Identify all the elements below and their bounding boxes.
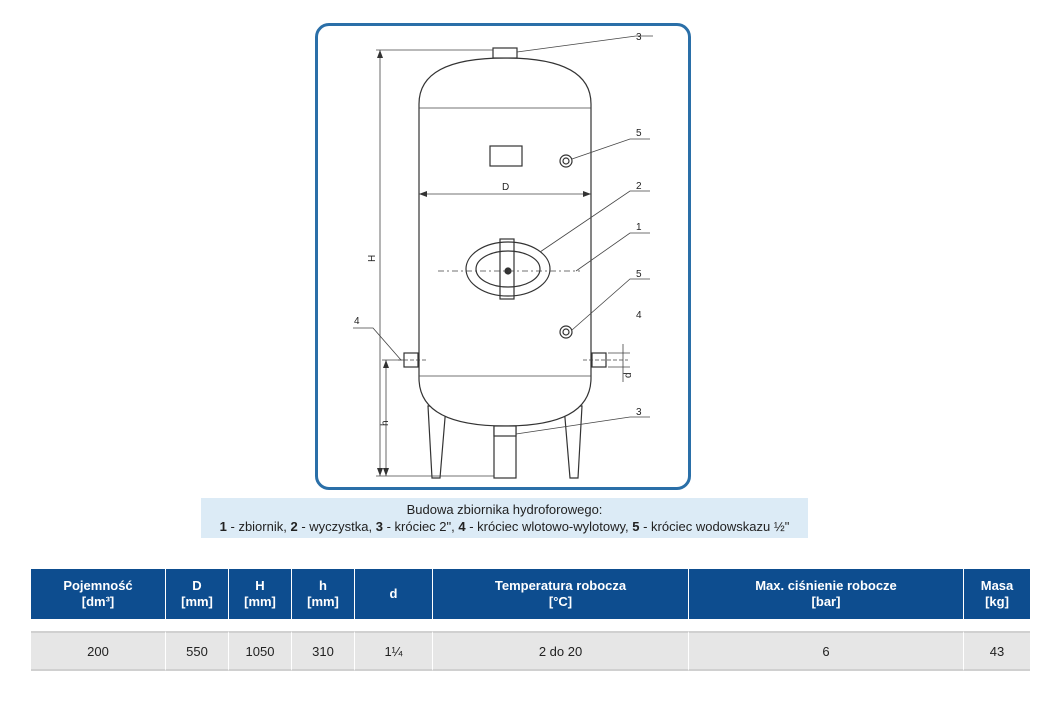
callout-2: 2 [636,181,642,192]
callout-4-right: 4 [636,310,642,321]
cell-d: 1¼ [355,631,433,671]
tank-diagram: 3 5 2 1 5 4 4 3 D H h d [353,32,653,479]
table-header-row: Pojemność[dm³] D[mm] H[mm] h[mm] d Tempe… [31,569,1030,619]
callout-4-left: 4 [354,316,360,327]
legend-num-2: 2 [290,519,298,534]
callout-3-top: 3 [636,32,642,43]
col-header-D: D[mm] [166,569,229,619]
col-header-d: d [355,569,433,619]
callout-5-mid: 5 [636,269,642,280]
cell-D: 550 [166,631,229,671]
col-header-mass: Masa[kg] [964,569,1030,619]
legend-num-4: 4 [458,519,466,534]
legend-text-2: - wyczystka, [297,519,376,534]
col-header-h: h[mm] [292,569,355,619]
caption-title: Budowa zbiornika hydroforowego: [406,502,603,517]
callout-1: 1 [636,222,642,233]
dim-label-H: H [367,255,378,262]
legend-num-3: 3 [375,519,383,534]
callout-5-top: 5 [636,128,642,139]
dim-label-d: d [623,372,634,378]
legend-num-1: 1 [219,519,227,534]
diagram-caption: Budowa zbiornika hydroforowego: 1 - zbio… [201,498,808,538]
spec-table: Pojemność[dm³] D[mm] H[mm] h[mm] d Tempe… [31,569,1030,671]
leg-right [563,405,583,479]
callout-3-bottom: 3 [636,407,642,418]
cell-pressure: 6 [689,631,964,671]
legend-text-3: - króciec 2", [382,519,459,534]
top-port [492,47,518,59]
dim-label-h: h [380,420,391,426]
legend-text-5: - króciec wodowskazu ½" [639,519,790,534]
cell-capacity: 200 [31,631,166,671]
diagram-frame: 3 5 2 1 5 4 4 3 D H h d [315,23,691,490]
leg-left [427,405,447,479]
legend-num-5: 5 [632,519,640,534]
legend-text-1: - zbiornik, [226,519,291,534]
dim-label-D: D [502,182,509,193]
bottom-port [493,425,517,437]
cell-temperature: 2 do 20 [433,631,689,671]
caption-legend: 1 - zbiornik, 2 - wyczystka, 3 - króciec… [201,518,808,535]
col-header-pressure: Max. ciśnienie robocze[bar] [689,569,964,619]
cell-mass: 43 [964,631,1030,671]
table-row: 200 550 1050 310 1¼ 2 do 20 6 43 [31,631,1030,671]
col-header-capacity: Pojemność[dm³] [31,569,166,619]
col-header-H: H[mm] [229,569,292,619]
nameplate [489,145,523,167]
legend-text-4: - króciec wlotowo-wylotowy, [465,519,633,534]
cell-H: 1050 [229,631,292,671]
cell-h: 310 [292,631,355,671]
col-header-temperature: Temperatura robocza[°C] [433,569,689,619]
